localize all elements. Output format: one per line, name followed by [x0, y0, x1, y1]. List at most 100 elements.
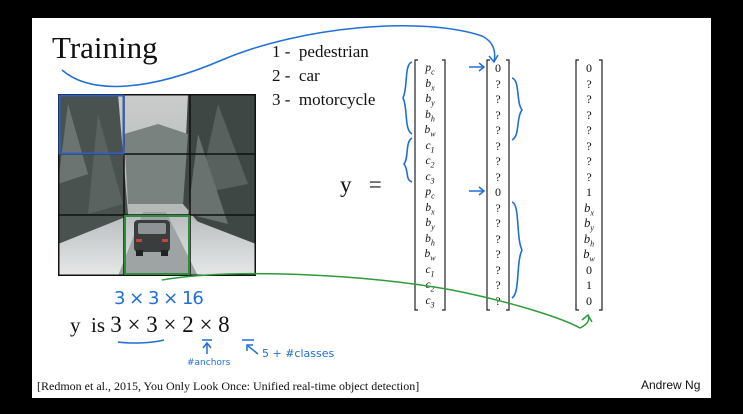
label-vector-entry-symbol: c	[425, 263, 431, 276]
example-vector-2-entry: 0	[577, 294, 601, 310]
label-vector-entry-symbol: b	[425, 217, 432, 229]
label-vector-entry: bw	[418, 247, 442, 263]
citation: [Redmon et al., 2015, You Only Look Once…	[37, 379, 420, 393]
example-vector-2-entry-subscript: w	[589, 254, 595, 264]
label-vector-entry-symbol: b	[425, 77, 432, 90]
example-vector-1-entry-symbol: ?	[495, 107, 501, 122]
example-vector-2-entry-symbol: ?	[586, 154, 592, 168]
example-vector-2-entry-symbol: b	[583, 231, 591, 246]
label-vector-entry: bw	[418, 123, 442, 139]
handwritten-underlines	[117, 339, 259, 355]
example-vector-2-entry: ?	[577, 139, 601, 155]
label-vector-entry-subscript: 3	[430, 175, 435, 185]
label-vector-entry-subscript: h	[430, 113, 435, 123]
lecture-slide: Training 1 - pedestrian 2 - car 3 - moto…	[32, 18, 711, 398]
vector-2-brackets	[575, 59, 603, 311]
handwritten-anchors-note: #anchors	[187, 358, 231, 368]
label-vector-entry: c1	[418, 139, 442, 155]
label-vector-entry: bx	[418, 77, 442, 93]
example-vector-1-entry: ?	[488, 139, 508, 155]
example-vector-2-entry: 1	[577, 278, 601, 294]
label-vector-entry: by	[418, 216, 442, 232]
label-vector-entry-symbol: b	[425, 108, 431, 121]
example-vector-2-entry: bw	[577, 247, 601, 264]
class-label-car: 2 - car	[272, 66, 320, 85]
label-vector-entry-symbol: c	[425, 139, 431, 152]
example-vector-2-entry: ?	[577, 170, 601, 186]
label-vector-entry-subscript: x	[431, 82, 435, 92]
class-label-motorcycle: 3 - motorcycle	[272, 90, 376, 109]
label-vector-entry-subscript: y	[431, 222, 435, 232]
example-vector-1-entry: ?	[488, 201, 508, 217]
output-shape-expression: 3 × 3 × 2 × 8	[110, 312, 230, 337]
example-vector-1-entry: 0	[488, 61, 508, 77]
example-vector-1-entry-symbol: ?	[495, 123, 501, 137]
label-vector-entry: by	[418, 92, 442, 108]
example-vector-2-entry-symbol: b	[583, 247, 590, 261]
road-photo	[58, 94, 256, 276]
example-vector-2-entry: by	[577, 216, 601, 233]
example-vector-2-entry-symbol: ?	[586, 123, 592, 137]
label-vector-entry: c1	[418, 263, 442, 279]
example-vector-1-entry: ?	[488, 170, 508, 186]
label-vector-entry: pc	[418, 185, 442, 201]
label-vector-entry: pc	[418, 61, 442, 77]
label-vector-entry-symbol: b	[425, 93, 432, 105]
handwritten-shape-note: 3 × 3 × 16	[114, 288, 204, 309]
label-vector-entry-symbol: c	[425, 279, 431, 291]
example-vector-1-entry-symbol: ?	[495, 92, 501, 106]
example-vector-1-entry: 0	[488, 185, 508, 201]
handwritten-classes-note: 5 + #classes	[262, 347, 335, 360]
label-vector-entry: c2	[418, 278, 442, 294]
example-vector-2-entry-symbol: 1	[586, 185, 592, 199]
label-vector-entry-symbol: p	[425, 62, 432, 74]
slide-title: Training	[52, 30, 158, 65]
label-vector-entry-subscript: c	[431, 67, 435, 77]
label-vector-entry-subscript: x	[431, 206, 435, 216]
label-vector-entry-symbol: p	[425, 186, 432, 198]
example-vector-1-entry-symbol: ?	[495, 138, 501, 153]
label-vector-entry-symbol: b	[424, 124, 431, 136]
label-vector-entry-symbol: c	[425, 155, 431, 167]
example-vector-2-entry: 1	[577, 185, 601, 201]
example-vector-1-entry: ?	[488, 263, 508, 279]
example-vector-2-entry: bh	[577, 231, 601, 249]
example-vector-1-entry-symbol: ?	[495, 154, 501, 168]
example-vector-1-entry-symbol: ?	[495, 216, 501, 230]
label-vector-entry-symbol: c	[425, 170, 431, 183]
label-vector-entry-symbol: c	[425, 294, 431, 307]
example-vector-2-entry: bx	[577, 201, 601, 218]
example-vector-1-entry-symbol: ?	[495, 231, 501, 246]
label-vector-entry: c3	[418, 294, 442, 310]
example-vector-2-entry-subscript: y	[590, 223, 594, 233]
example-vector-1-entry: ?	[488, 123, 508, 139]
example-vector-1-entry-symbol: ?	[495, 169, 501, 184]
class-label-pedestrian: 1 - pedestrian	[272, 42, 369, 61]
example-vector-2-entry: ?	[577, 123, 601, 139]
example-vector-2-entry: ?	[577, 77, 601, 93]
example-vector-2-entry-symbol: ?	[586, 107, 592, 122]
example-vector-1-entry: ?	[488, 92, 508, 108]
example-vector-1-entry: ?	[488, 232, 508, 248]
label-vector-entry-subscript: 3	[430, 299, 435, 309]
label-vector-entry: bh	[418, 232, 442, 248]
example-vector-2-entry-symbol: 0	[586, 293, 592, 308]
example-vector-1-entry: ?	[488, 108, 508, 124]
example-vector-2-entry-subscript: x	[590, 208, 594, 217]
author-name: Andrew Ng	[641, 378, 701, 392]
annotation-overlay	[61, 25, 603, 355]
example-vector-1-entry: ?	[488, 77, 508, 93]
green-curve-from-car-cell	[161, 272, 590, 329]
example-vector-2-entry-symbol: 0	[586, 262, 592, 277]
label-vector-entry-symbol: b	[425, 201, 432, 214]
example-vector-2-entry: 0	[577, 263, 601, 279]
example-vector-2-entry-symbol: 1	[586, 278, 592, 292]
example-vector-2-entry-symbol: b	[584, 216, 591, 230]
label-vector-entry-subscript: 2	[430, 160, 435, 170]
example-vector-2-entry-subscript: h	[590, 239, 595, 248]
label-vector-entry-symbol: b	[425, 232, 431, 245]
label-vector-entry: c3	[418, 170, 442, 186]
output-shape-line: y is 3 × 3 × 2 × 8	[70, 312, 230, 338]
vector-1-brackets	[486, 59, 510, 311]
